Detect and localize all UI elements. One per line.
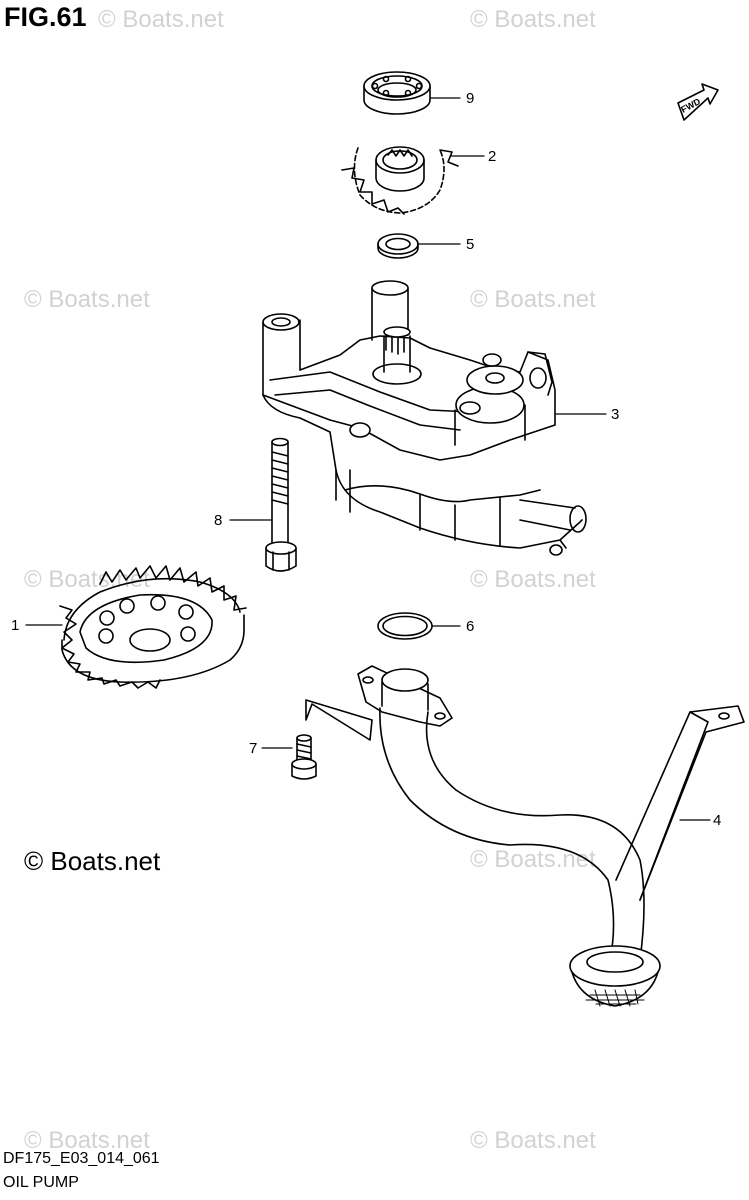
part-3-pump-body (262, 280, 587, 556)
part-5-washer (377, 233, 419, 259)
fwd-arrow-icon: FWD (677, 83, 719, 121)
watermark-prominent: © Boats.net (24, 846, 161, 876)
callout-8: 8 (214, 512, 222, 529)
watermark: © Boats.net (470, 6, 596, 33)
watermark: © Boats.net (24, 1127, 150, 1154)
callout-9: 9 (466, 90, 474, 107)
callout-7: 7 (249, 740, 257, 757)
part-8-bolt (265, 437, 297, 572)
part-6-o-ring (377, 612, 433, 640)
callout-1: 1 (11, 617, 19, 634)
figure-name: OIL PUMP (3, 1174, 79, 1191)
callout-6: 6 (466, 618, 474, 635)
callout-3: 3 (611, 406, 619, 423)
part-1-driven-gear (59, 565, 247, 689)
part-4-oil-strainer (357, 665, 745, 1007)
watermark: © Boats.net (24, 286, 150, 313)
watermark: © Boats.net (98, 6, 224, 33)
callouts (25, 97, 711, 821)
callout-4: 4 (713, 812, 721, 829)
part-9-bearing (363, 71, 431, 115)
watermark: © Boats.net (470, 1127, 596, 1154)
figure-title: FIG.61 (4, 2, 87, 32)
watermark: © Boats.net (470, 846, 596, 873)
watermark: © Boats.net (470, 566, 596, 593)
part-2-drive-gear (341, 146, 459, 215)
part-7-bolt (291, 699, 373, 780)
callout-2: 2 (488, 148, 496, 165)
watermark: © Boats.net (24, 566, 150, 593)
watermark: © Boats.net (470, 286, 596, 313)
callout-5: 5 (466, 236, 474, 253)
figure-code: DF175_E03_014_061 (3, 1150, 160, 1167)
